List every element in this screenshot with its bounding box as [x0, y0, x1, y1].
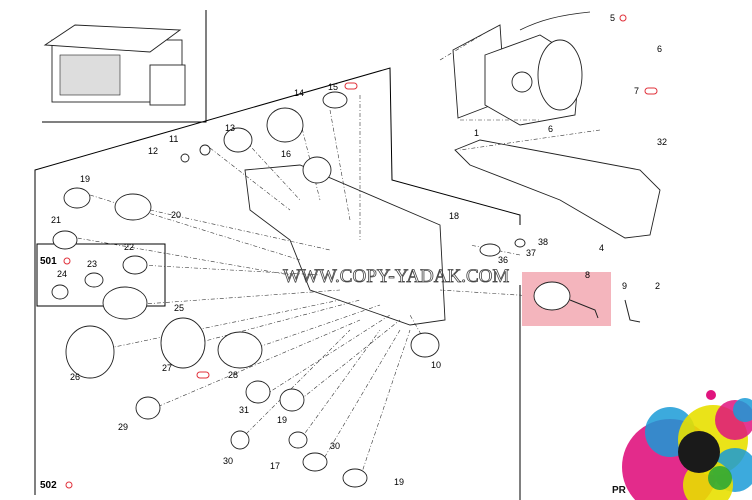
label-31: 31	[239, 405, 249, 415]
label-8: 8	[585, 270, 590, 280]
label-12: 12	[148, 146, 158, 156]
label-37: 37	[526, 248, 536, 258]
label-1: 1	[474, 128, 479, 138]
label-2: 2	[655, 281, 660, 291]
label-16: 16	[281, 149, 291, 159]
label-18: 18	[449, 211, 459, 221]
motor-assembly	[452, 11, 591, 126]
label-19b: 19	[277, 415, 287, 425]
label-7: 7	[634, 86, 639, 96]
label-502: 502	[40, 480, 57, 491]
subassembly-501-box	[36, 243, 166, 307]
label-22: 22	[124, 242, 134, 252]
label-24: 24	[57, 269, 67, 279]
label-6b: 6	[548, 124, 553, 134]
label-36: 36	[498, 255, 508, 265]
printer-thumbnail	[42, 10, 207, 123]
label-501: 501	[40, 256, 57, 267]
gears	[51, 91, 526, 488]
label-19c: 19	[394, 477, 404, 487]
label-32: 32	[657, 137, 667, 147]
watermark: WWW.COPY-YADAK.COM	[283, 266, 509, 287]
label-20: 20	[171, 210, 181, 220]
color-circles-logo	[622, 390, 752, 500]
label-26: 26	[70, 372, 80, 382]
label-23: 23	[87, 259, 97, 269]
label-4: 4	[599, 243, 604, 253]
label-28: 28	[228, 370, 238, 380]
label-27: 27	[162, 363, 172, 373]
label-38: 38	[538, 237, 548, 247]
assembly-frame	[34, 67, 521, 495]
label-14: 14	[294, 88, 304, 98]
label-5: 5	[610, 13, 615, 23]
bracket-part-1	[454, 139, 661, 239]
set-reference-icon	[63, 14, 658, 489]
label-19: 19	[80, 174, 90, 184]
part-labels: 5 6 7 6 1 32 15 14 13 11 12 16 19 21 20 …	[40, 13, 667, 491]
label-6: 6	[657, 44, 662, 54]
label-29: 29	[118, 422, 128, 432]
label-10: 10	[431, 360, 441, 370]
label-17: 17	[270, 461, 280, 471]
label-9: 9	[622, 281, 627, 291]
label-21: 21	[51, 215, 61, 225]
corner-text: PR	[612, 485, 627, 496]
label-30: 30	[330, 441, 340, 451]
label-15: 15	[328, 82, 338, 92]
label-30b: 30	[223, 456, 233, 466]
label-11: 11	[169, 134, 178, 144]
label-13: 13	[225, 123, 235, 133]
label-25: 25	[174, 303, 184, 313]
side-plate-18	[244, 164, 446, 326]
